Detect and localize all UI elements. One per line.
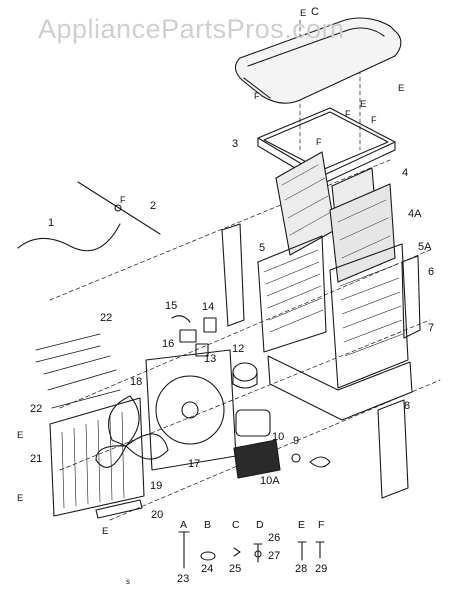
callout-16: 16	[162, 338, 175, 350]
fan-motor	[232, 362, 258, 389]
callout-15: 15	[165, 300, 178, 312]
hardware-letter-f: F	[318, 519, 325, 531]
callout-17: 17	[188, 458, 201, 470]
callout-4: 4	[402, 167, 409, 179]
edge-mark-f: F	[345, 109, 351, 119]
side-panel-7	[401, 255, 421, 339]
callout-22-bottom: 22	[30, 403, 43, 415]
side-grille-5	[257, 235, 327, 353]
edge-mark-e: E	[102, 526, 109, 537]
hardware-row	[178, 531, 325, 569]
edge-mark-e: E	[360, 99, 367, 110]
hardware-letter-c: C	[232, 519, 240, 531]
hardware-letter-d-visible: D	[256, 519, 264, 531]
drain-plug	[291, 453, 331, 468]
callout-2: 2	[150, 200, 157, 212]
callout-1: 1	[48, 217, 55, 229]
footer-mark: s	[126, 577, 130, 586]
edge-mark-e: E	[17, 430, 24, 441]
callout-5: 5	[259, 242, 266, 254]
side-panel-8	[377, 399, 409, 499]
hardware-number-23: 23	[177, 573, 190, 585]
compressor-base	[233, 439, 281, 479]
fan-shroud	[145, 349, 237, 471]
power-cord	[17, 223, 121, 252]
edge-mark-e: E	[398, 83, 405, 94]
callout-18: 18	[130, 376, 143, 388]
control-cluster	[171, 315, 217, 357]
edge-mark-f: F	[316, 137, 322, 147]
filter-panel-4a	[329, 183, 396, 283]
left-panel	[221, 223, 245, 327]
hardware-number-26: 26	[268, 532, 281, 544]
callout-14: 14	[202, 301, 215, 313]
callout-4a: 4A	[408, 208, 422, 220]
cabinet-base	[267, 355, 413, 421]
callout-5a: 5A	[418, 241, 432, 253]
coil-bracket-20	[95, 499, 143, 519]
edge-mark-e: E	[300, 8, 307, 19]
callout-3: 3	[232, 138, 239, 150]
fan-blade	[95, 395, 169, 468]
edge-mark-f: F	[371, 115, 377, 125]
callout-21: 21	[30, 453, 43, 465]
callout-20: 20	[151, 509, 164, 521]
hardware-letter-b: B	[204, 519, 212, 531]
hardware-letter-e: E	[298, 519, 306, 531]
hardware-number-25: 25	[229, 563, 242, 575]
condenser-coil	[49, 397, 145, 517]
callout-22-top: 22	[100, 312, 113, 324]
top-cover	[234, 17, 402, 104]
hardware-number-24: 24	[201, 563, 214, 575]
callout-19: 19	[150, 480, 163, 492]
callout-10: 10	[272, 431, 285, 443]
coil-brackets-22	[35, 333, 121, 409]
cord-strap	[77, 181, 161, 235]
hardware-number-28: 28	[295, 563, 308, 575]
hardware-number-29: 29	[315, 563, 328, 575]
callout-c: C	[311, 6, 319, 18]
callout-10a: 10A	[260, 475, 280, 487]
hardware-number-27: 27	[268, 550, 281, 562]
hardware-letter-a: A	[180, 519, 188, 531]
callout-13: 13	[204, 353, 217, 365]
side-grille-5a	[329, 243, 409, 389]
callout-7: 7	[428, 322, 435, 334]
edge-mark-f: F	[254, 91, 260, 101]
compressor	[235, 409, 271, 437]
edge-mark-f: F	[120, 195, 126, 205]
callout-12: 12	[232, 343, 245, 355]
callout-8: 8	[404, 400, 411, 412]
callout-9: 9	[293, 435, 300, 447]
watermark-logo: AppliancePartsPros.com	[38, 14, 345, 44]
edge-mark-e: E	[17, 493, 24, 504]
callout-6: 6	[428, 266, 435, 278]
